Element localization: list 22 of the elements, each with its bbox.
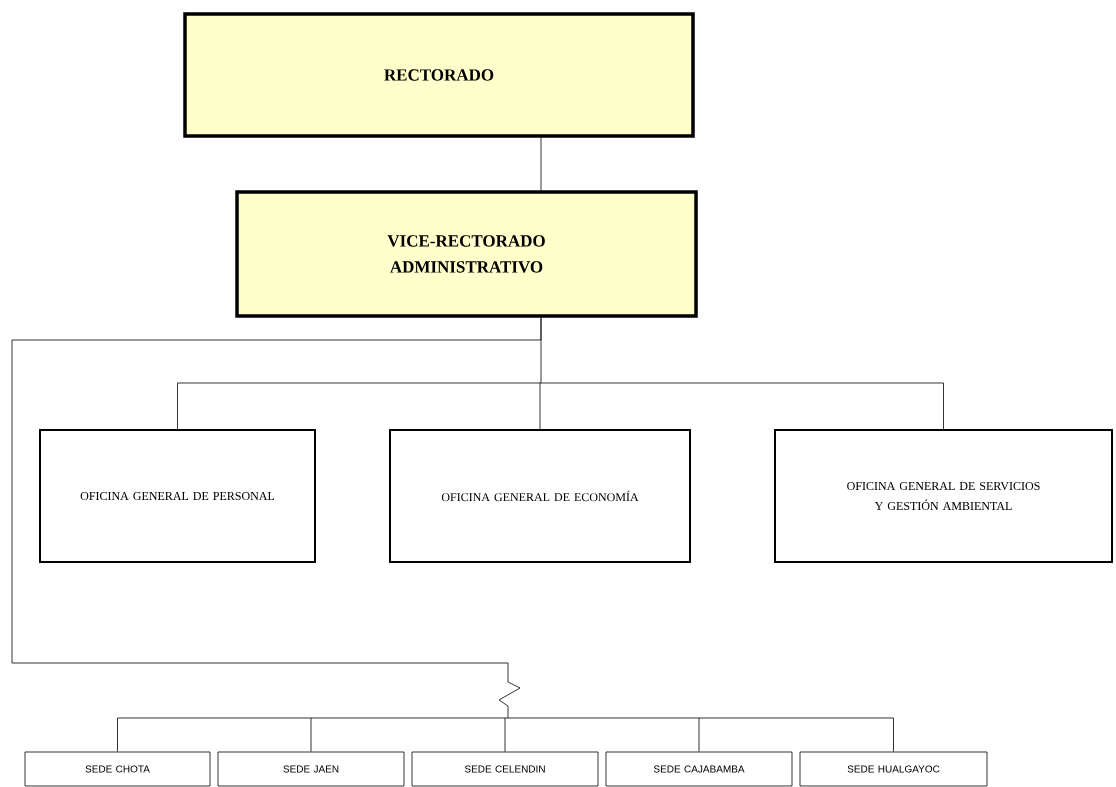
connector-line [117, 717, 894, 719]
top-box: RECTORADO [183, 12, 695, 138]
connector-line [540, 137, 542, 191]
top-box: VICE-RECTORADO ADMINISTRATIVO [235, 190, 698, 318]
connector-line [117, 717, 118, 752]
office-box: OFICINA GENERAL DE SERVICIOS Y GESTIÓN AMBIENTAL [774, 429, 1113, 563]
connector-line [698, 717, 700, 752]
campus-box: SEDE JAEN [217, 751, 405, 787]
connector-line [177, 382, 178, 430]
campus-box: SEDE HUALGAYOC [799, 751, 988, 787]
office-box: OFICINA GENERAL DE ECONOMÍA [389, 429, 691, 563]
office-box: OFICINA GENERAL DE PERSONAL [39, 429, 316, 563]
connector-line [893, 717, 894, 752]
connector-line [310, 717, 312, 752]
connector-line [943, 382, 944, 430]
campus-box: SEDE CELENDIN [411, 751, 599, 787]
connector-line [177, 382, 944, 384]
connector-line [504, 717, 506, 752]
campus-box: SEDE CAJABAMBA [605, 751, 793, 787]
campus-box: SEDE CHOTA [24, 751, 211, 787]
connector-line [11, 317, 542, 719]
connector-line [539, 382, 541, 430]
